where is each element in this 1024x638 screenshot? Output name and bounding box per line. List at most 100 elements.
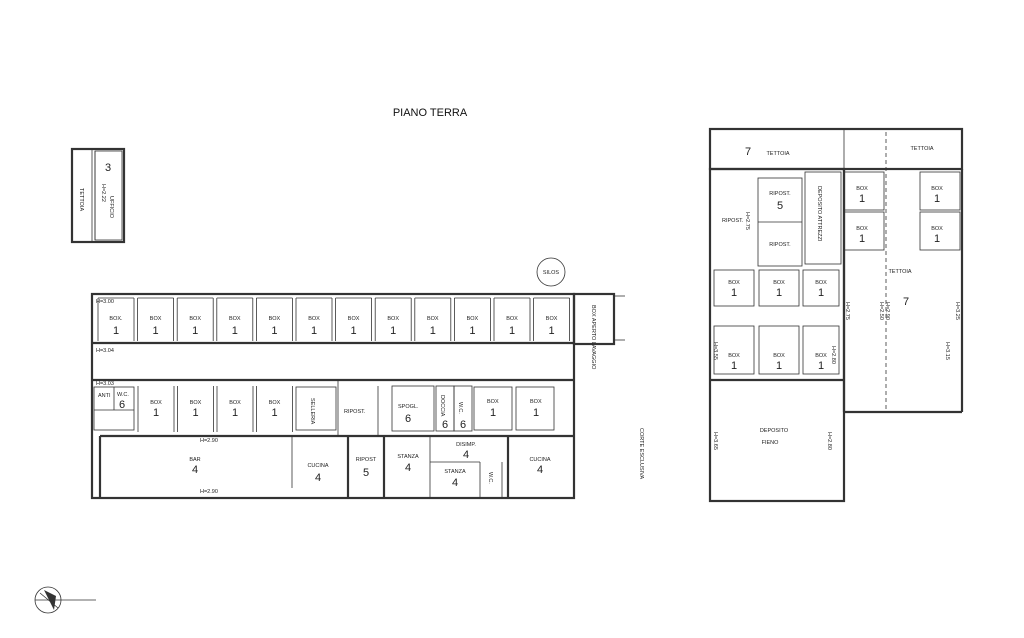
height-c: H=2.50 (878, 302, 884, 320)
right-box-label: BOX (931, 186, 943, 192)
annex-building: 3 UFFICIO H=2.22 TETTOIA (70, 147, 126, 244)
north-arrow-icon (34, 586, 96, 614)
top-box-label: BOX. (109, 316, 123, 322)
top-box-label: BOX (546, 316, 558, 322)
bar-label: BAR (189, 457, 200, 463)
silos: SILOS (536, 257, 566, 287)
top-box: BOX 1 (216, 297, 254, 341)
deposito-label: DEPOSITO (760, 428, 789, 434)
doccia-number: 6 (442, 419, 448, 431)
top-box: BOX.1 (97, 297, 135, 341)
box-r1-label: BOX (487, 399, 499, 405)
top-row-boxes: BOX.1 BOX 1 BOX 1 BOX 1 BOX 1 BOX 1 BOX 1 BOX 1 BOX 1 BOX… (97, 297, 570, 341)
top-box-number: 1 (390, 325, 396, 337)
box-r2-number: 1 (533, 407, 539, 419)
top-box-label: BOX (348, 316, 360, 322)
wc-number: 6 (119, 399, 125, 411)
right-box-number: 1 (859, 233, 865, 245)
tettoia-mid-label: TETTOIA (888, 269, 911, 275)
right-box-label: BOX (856, 226, 868, 232)
box-wash-label: BOX APERTO LAVAGGIO (590, 305, 596, 370)
top-box: BOX 1 (533, 297, 570, 341)
top-box-label: BOX (387, 316, 399, 322)
height-b: H=2.90 (884, 302, 890, 320)
mid-box-label: BOX (190, 400, 202, 406)
tettoia-mid-number: 7 (903, 296, 909, 308)
cucina1-number: 4 (315, 472, 321, 484)
bar-number: 4 (192, 464, 198, 476)
mid-box-number: 1 (271, 407, 277, 419)
mid-box-label: BOX (269, 400, 281, 406)
deposito-attrezzi-label: DEPOSITO ATTREZZI (816, 186, 822, 242)
top-box-label: BOX (506, 316, 518, 322)
main-building: BOX APERTO LAVAGGIO CORTE ESCLUSIVA (90, 292, 644, 500)
cucina2-number: 4 (537, 464, 543, 476)
annex-number: 3 (105, 162, 111, 174)
top-box-number: 1 (549, 325, 555, 337)
plan-title: PIANO TERRA (393, 107, 468, 119)
right-box-label: BOX (773, 280, 785, 286)
top-box-number: 1 (192, 325, 198, 337)
main-height-2: H=3.04 (96, 348, 114, 354)
right-box-number: 1 (934, 233, 940, 245)
main-height-4: H=2.90 (200, 438, 218, 444)
top-box-label: BOX (229, 316, 241, 322)
stanza1-label: STANZA (397, 454, 419, 460)
ripost-a-height: H=2.75 (744, 212, 750, 230)
height-a: H=2.75 (844, 302, 850, 320)
top-box-number: 1 (153, 325, 159, 337)
mid-box-number: 1 (232, 407, 238, 419)
right-box-label: BOX (815, 280, 827, 286)
main-height-5: H=2.90 (200, 489, 218, 495)
right-box-label: BOX (773, 353, 785, 359)
right-box-number: 1 (818, 287, 824, 299)
top-box: BOX 1 (493, 297, 531, 341)
spogl-label: SPOGL. (398, 404, 419, 410)
mid-box-number: 1 (192, 407, 198, 419)
disimp-number: 4 (463, 449, 469, 461)
top-box: BOX 1 (335, 297, 372, 341)
doccia-label: DOCCIA (439, 395, 445, 417)
right-box-label: BOX (728, 280, 740, 286)
top-box: BOX 1 (176, 297, 214, 341)
top-box-label: BOX (189, 316, 201, 322)
tettoia-top-label: TETTOIA (766, 151, 789, 157)
ripost2-label: RIPOST (356, 457, 377, 463)
main-height-3: H=3.03 (96, 381, 114, 387)
mid-box-label: BOX (229, 400, 241, 406)
wc2-number: 6 (460, 419, 466, 431)
stanza1-number: 4 (405, 462, 411, 474)
right-box-number: 1 (818, 360, 824, 372)
wc-label: W.C. (117, 392, 129, 398)
right-box-label: BOX (728, 353, 740, 359)
box-r2-label: BOX (530, 399, 542, 405)
main-height-1: H=3.00 (96, 299, 114, 305)
top-box-number: 1 (271, 325, 277, 337)
cucina2-label: CUCINA (529, 457, 550, 463)
top-box-label: BOX (467, 316, 479, 322)
top-box-label: BOX (308, 316, 320, 322)
annex-tettoia: TETTOIA (78, 188, 84, 211)
wc3-label: W.C. (487, 472, 493, 484)
ripost-b-label: RIPOST. (769, 191, 791, 197)
right-box-number: 1 (731, 287, 737, 299)
height-f: H=3.55 (712, 342, 718, 360)
top-box-number: 1 (351, 325, 357, 337)
top-box-number: 1 (232, 325, 238, 337)
top-box-number: 1 (509, 325, 515, 337)
ripost-a-label: RIPOST. (722, 218, 744, 224)
right-box-number: 1 (731, 360, 737, 372)
